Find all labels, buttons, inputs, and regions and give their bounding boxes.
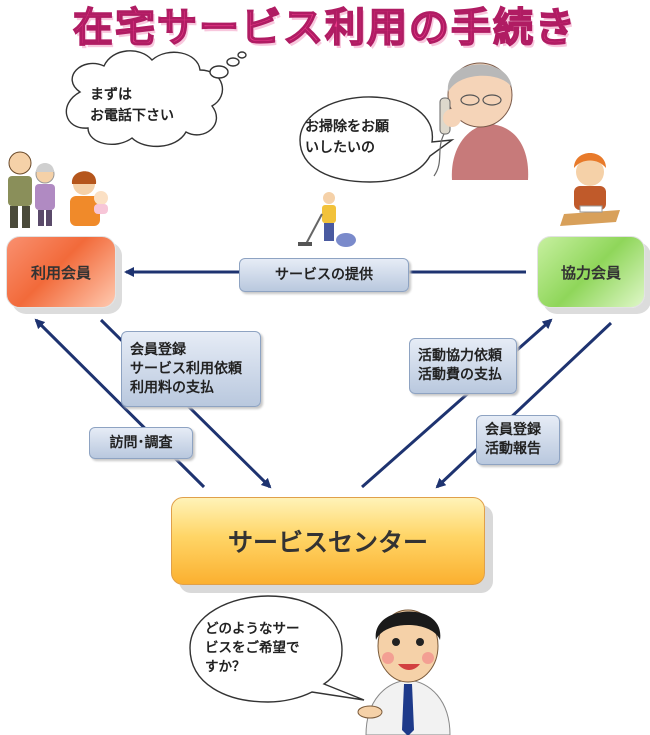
service-provision-label: サービスの提供 bbox=[239, 258, 409, 292]
bubble-line: いしたいの bbox=[305, 140, 375, 156]
helper-member-node: 協力会員 bbox=[537, 236, 645, 308]
call-first-text: まずは お電話下さい bbox=[90, 85, 174, 127]
service-center-node: サービスセンター bbox=[171, 497, 485, 585]
bubble-line: すか？ bbox=[205, 659, 246, 675]
helper-step: 活動報告 bbox=[485, 441, 541, 457]
bubble-line: お掃除をお願 bbox=[305, 119, 389, 135]
arrow-center-to-helper bbox=[361, 318, 553, 489]
visit-survey-label: 訪問･調査 bbox=[89, 427, 193, 459]
speech-bubble-question bbox=[189, 595, 365, 703]
helper-step: 会員登録 bbox=[485, 422, 541, 438]
bubble-line: どのようなサー bbox=[205, 621, 300, 637]
helper-steps-label: 会員登録 活動報告 bbox=[476, 415, 560, 465]
staff-question-text: どのようなサー ビスをご希望で すか？ bbox=[205, 620, 300, 677]
user-family-figure bbox=[8, 151, 108, 228]
activity-step: 活動費の支払 bbox=[418, 367, 502, 383]
arrow-helper-to-center bbox=[435, 321, 613, 489]
grandma-phone-figure bbox=[433, 62, 529, 180]
member-step: 利用料の支払 bbox=[130, 379, 214, 396]
bubble-line: お電話下さい bbox=[90, 108, 174, 124]
user-member-node: 利用会員 bbox=[6, 236, 116, 308]
page-title: 在宅サービス利用の手続き bbox=[72, 4, 577, 52]
cleaning-request-text: お掃除をお願 いしたいの bbox=[305, 117, 389, 159]
member-steps-label: 会員登録 サービス利用依頼 利用料の支払 bbox=[121, 331, 261, 407]
cooking-helper-figure bbox=[560, 153, 620, 226]
bubble-line: まずは bbox=[90, 87, 132, 103]
vacuum-cleaner-figure bbox=[298, 192, 356, 247]
staff-man-figure bbox=[357, 609, 451, 735]
activity-steps-label: 活動協力依頼 活動費の支払 bbox=[409, 338, 517, 394]
member-step: 会員登録 bbox=[130, 341, 186, 358]
activity-step: 活動協力依頼 bbox=[418, 348, 502, 364]
thought-bubble-call bbox=[65, 50, 247, 148]
arrow-center-to-user bbox=[34, 318, 206, 489]
bubble-line: ビスをご希望で bbox=[205, 640, 300, 656]
visit-survey-text: 訪問･調査 bbox=[109, 434, 173, 451]
service-provision-text: サービスの提供 bbox=[275, 266, 373, 283]
member-step: サービス利用依頼 bbox=[130, 360, 242, 377]
